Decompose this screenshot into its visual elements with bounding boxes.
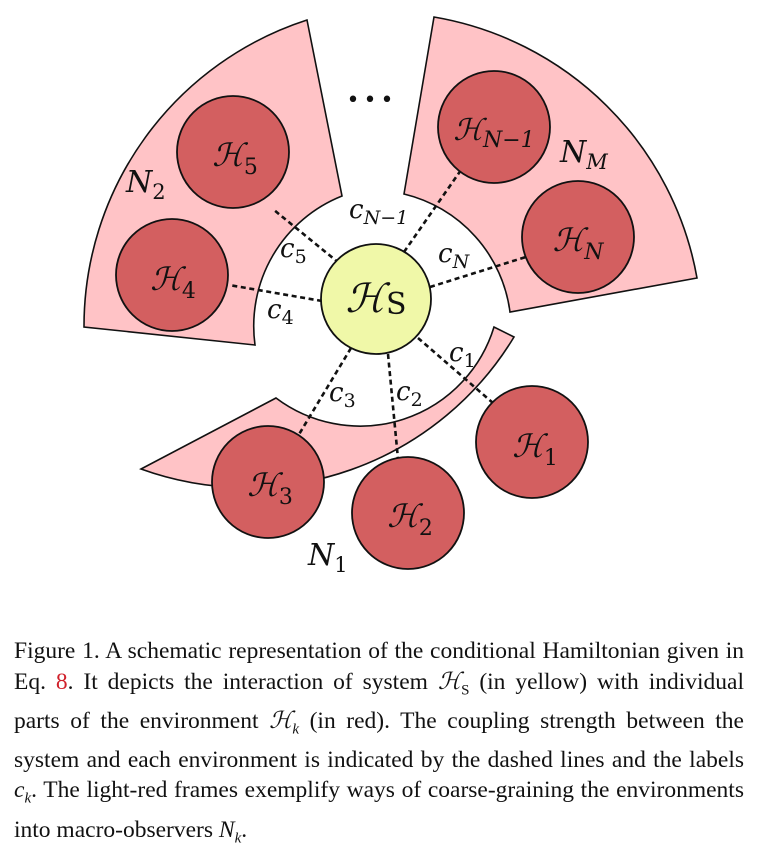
environment-h5-circle xyxy=(176,95,290,209)
caption-symbol-hk: ℋk xyxy=(269,707,299,738)
macro-observer-n2-label: N2 xyxy=(125,165,166,204)
system-label: ℋS xyxy=(345,276,406,322)
environment-hn1-label: ℋN−1 xyxy=(453,113,534,153)
coupling-label-cn: cN xyxy=(438,239,471,273)
coupling-line-cn xyxy=(429,254,530,289)
equation-reference-link[interactable]: 8 xyxy=(55,668,68,695)
environment-h2-circle xyxy=(351,456,465,570)
caption-text-2: . It depicts the interaction of system xyxy=(67,668,438,695)
environment-hn-label: ℋN xyxy=(553,221,605,265)
ellipsis-dots: ••• xyxy=(347,88,398,113)
environment-h4-circle xyxy=(115,218,229,332)
coupling-label-c2: c2 xyxy=(396,377,423,411)
caption-text-6: . xyxy=(241,816,248,843)
coupling-line-c4 xyxy=(228,283,323,303)
environment-h5-label: ℋ5 xyxy=(212,136,258,180)
environment-h4-label: ℋ4 xyxy=(150,260,196,304)
environment-hn-circle xyxy=(521,180,635,294)
coupling-label-c5: c5 xyxy=(280,234,307,268)
environment-h1-circle xyxy=(475,385,589,499)
environment-h1-label: ℋ1 xyxy=(512,427,558,471)
caption-symbol-ck: ck xyxy=(14,777,32,808)
coupling-label-c1: c1 xyxy=(449,338,476,372)
macro-observer-n1-label: N1 xyxy=(307,538,348,577)
caption-symbol-nk: Nk xyxy=(218,816,242,847)
caption-symbol-hs: ℋS xyxy=(437,668,470,699)
environment-hn1-circle xyxy=(437,70,551,184)
environment-h3-label: ℋ3 xyxy=(247,466,293,510)
caption-text-4: (in red). The coupling strength between … xyxy=(14,707,744,773)
caption-text-3: (in yellow) with individual parts of the… xyxy=(14,668,744,734)
coupling-line-c5 xyxy=(273,208,340,265)
macro-observer-nm-label: NM xyxy=(559,135,608,174)
environment-h2-label: ℋ2 xyxy=(387,497,433,541)
system-circle xyxy=(320,243,432,355)
caption-text-1: Figure 1. A schematic representation of … xyxy=(14,638,744,695)
coupling-diagram: ••• ℋS ℋ1 ℋ2 ℋ3 ℋ4 ℋ5 ℋN−1 ℋN c1 c2 c3 c… xyxy=(83,16,698,577)
coupling-label-c3: c3 xyxy=(329,378,356,412)
coupling-label-cn1: cN−1 xyxy=(349,195,408,229)
caption-text-5: . The light-red frames exemplify ways of… xyxy=(14,777,744,843)
coupling-line-c2 xyxy=(386,353,400,460)
coupling-label-c4: c4 xyxy=(267,295,294,329)
environment-h3-circle xyxy=(211,425,325,539)
figure-caption: Figure 1. A schematic representation of … xyxy=(14,636,744,854)
